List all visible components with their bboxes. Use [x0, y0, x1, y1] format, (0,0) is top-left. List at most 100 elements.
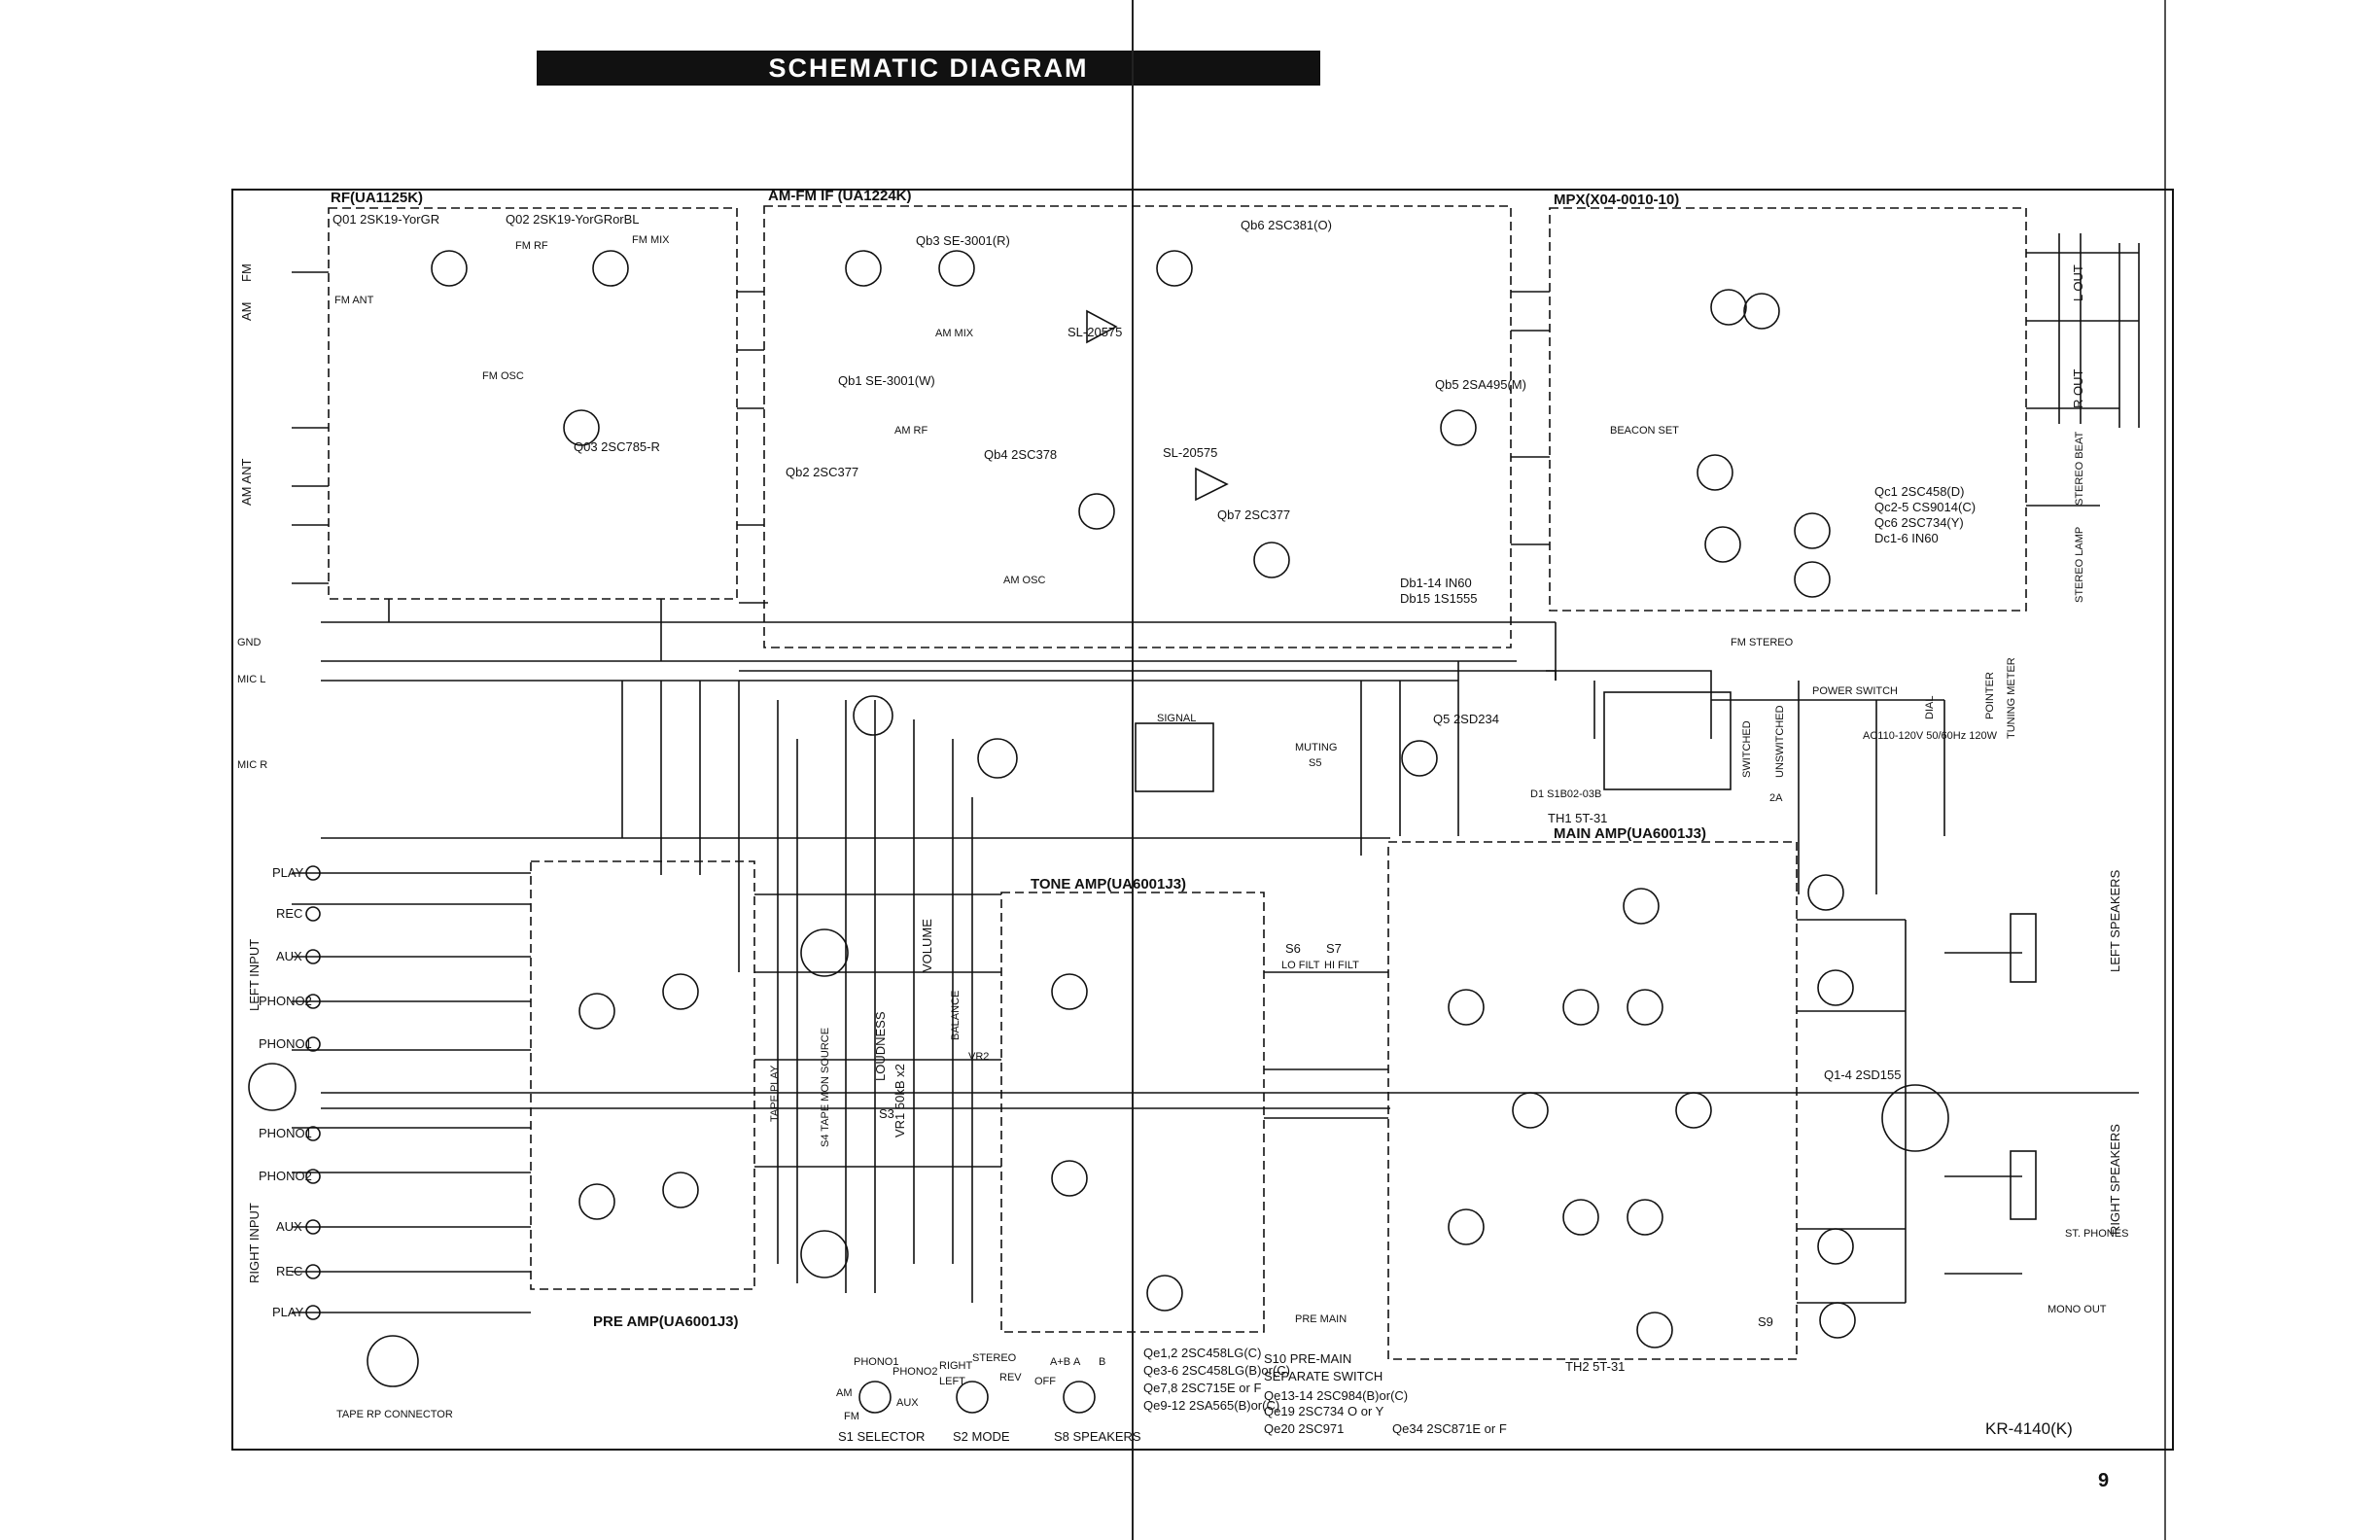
s1-selector-knob: [858, 1381, 892, 1414]
main-th1-label: TH1 5T-31: [1548, 811, 1607, 825]
rf-fm-osc-label: FM OSC: [482, 370, 524, 382]
fm-side-label: FM: [239, 263, 254, 282]
transistor-list-item: Qe1,2 2SC458LG(C): [1143, 1346, 1261, 1360]
if-qb2-label: Qb2 2SC377: [786, 465, 858, 479]
sel-fm: FM: [844, 1411, 859, 1422]
sel-right: RIGHT: [939, 1360, 973, 1372]
right-input-phono1: PHONO1: [259, 1126, 312, 1140]
model-number: KR-4140(K): [1985, 1419, 2073, 1438]
rf-block-outline: [328, 207, 738, 600]
mpx-beacon-label: BEACON SET: [1610, 425, 1679, 437]
s10-label: S10 PRE-MAIN: [1264, 1351, 1351, 1366]
sel-phono1: PHONO1: [854, 1356, 898, 1368]
right-input-rec: REC: [276, 1264, 302, 1278]
schematic-frame: [231, 189, 2174, 1451]
gnd-label: GND: [237, 637, 262, 648]
tone-block-outline: [1000, 892, 1265, 1333]
s2-mode-knob: [956, 1381, 989, 1414]
mpx-dc-label: Dc1-6 IN60: [1874, 531, 1939, 545]
stereo-beat-label: STEREO BEAT: [2074, 432, 2085, 506]
right-input-play: PLAY: [272, 1305, 304, 1319]
right-input-side-label: RIGHT INPUT: [247, 1203, 262, 1283]
mono-out-label: MONO OUT: [2048, 1304, 2107, 1315]
transistor-list-item: Qe13-14 2SC984(B)or(C): [1264, 1388, 1408, 1403]
tone-loudness-label: LOUDNESS: [873, 1011, 888, 1081]
sel-ab: A+B: [1050, 1356, 1070, 1368]
r-out-label: R OUT: [2071, 369, 2085, 409]
transistor-list-item: Qe7,8 2SC715E or F: [1143, 1381, 1261, 1395]
if-block-title: AM-FM IF (UA1224K): [768, 188, 912, 204]
tone-block-title: TONE AMP(UA6001J3): [1031, 876, 1186, 892]
tone-s3-label: S3: [879, 1106, 894, 1121]
mic-l-label: MIC L: [237, 674, 265, 685]
sel-rev: REV: [999, 1372, 1022, 1383]
power-switch-label: POWER SWITCH: [1812, 685, 1898, 697]
tone-volume-label: VOLUME: [920, 919, 934, 972]
left-input-rec: REC: [276, 906, 302, 921]
s7-label: S7: [1326, 941, 1342, 956]
rf-fm-ant-label: FM ANT: [334, 295, 374, 306]
s8-speakers-knob: [1063, 1381, 1096, 1414]
tuning-meter-label: TUNING METER: [2006, 657, 2017, 739]
page-fold-line: [1132, 0, 1134, 1540]
rectifier-d1-label: D1 S1B02-03B: [1530, 788, 1601, 800]
pre-main-label: PRE MAIN: [1295, 1313, 1347, 1325]
if-block-outline: [763, 205, 1512, 648]
pointer-label: POINTER: [1984, 672, 1996, 719]
transistor-list-item: Qe9-12 2SA565(B)or(C): [1143, 1398, 1279, 1413]
main-block-title: MAIN AMP(UA6001J3): [1554, 825, 1706, 842]
s8-wafer: [1881, 1084, 1949, 1152]
right-speaker-terminal-box: [2010, 1150, 2037, 1220]
if-diodes2-label: Db15 1S1555: [1400, 591, 1478, 606]
if-qb5-label: Qb5 2SA495(M): [1435, 377, 1526, 392]
s2-mode-label: S2 MODE: [953, 1429, 1010, 1444]
if-qb6-label: Qb6 2SC381(O): [1241, 218, 1332, 232]
left-input-side-label: LEFT INPUT: [247, 939, 262, 1011]
am-side-label: AM: [239, 302, 254, 322]
left-speakers-label: LEFT SPEAKERS: [2108, 869, 2122, 972]
s5-label: S5: [1309, 757, 1321, 769]
tape-play-label: TAPE PLAY: [769, 1065, 781, 1122]
transistor-list-item: Qe3-6 2SC458LG(B)or(C): [1143, 1363, 1290, 1378]
sel-b: B: [1099, 1356, 1105, 1368]
sel-stereo: STEREO: [972, 1352, 1017, 1364]
tone-balance-label: BALANCE: [950, 991, 962, 1040]
fuse-label: 2A: [1769, 792, 1783, 804]
muting-label: MUTING: [1295, 742, 1337, 753]
rf-q2-label: Q02 2SK19-YorGRorBL: [506, 212, 640, 227]
mpx-qc2-label: Qc2-5 CS9014(C): [1874, 500, 1976, 514]
tone-vr1-label: VR1 50kB x2: [892, 1064, 907, 1138]
signal-box-outline: [1135, 722, 1214, 792]
main-th2-label: TH2 5T-31: [1565, 1359, 1625, 1374]
preamp-block-outline: [530, 860, 755, 1290]
signal-label: SIGNAL: [1157, 713, 1196, 724]
main-block-outline: [1387, 841, 1798, 1360]
mpx-qc1-label: Qc1 2SC458(D): [1874, 484, 1964, 499]
sel-left: LEFT: [939, 1376, 965, 1387]
ac-input-label: AC110-120V 50/60Hz 120W: [1863, 730, 1998, 742]
if-qb3-label: Qb3 SE-3001(R): [916, 233, 1010, 248]
if-am-mix-label: AM MIX: [935, 328, 974, 339]
st-phones-label: ST. PHONES: [2065, 1228, 2128, 1240]
page-title: SCHEMATIC DIAGRAM: [537, 51, 1320, 86]
left-speaker-terminal-box: [2010, 913, 2037, 983]
rf-q3-label: Q03 2SC785-R: [574, 439, 660, 454]
left-input-phono2: PHONO2: [259, 994, 312, 1008]
fm-stereo-label: FM STEREO: [1731, 637, 1794, 648]
sel-am: AM: [836, 1387, 853, 1399]
if-qb4-label: Qb4 2SC378: [984, 447, 1057, 462]
mpx-block-title: MPX(X04-0010-10): [1554, 192, 1679, 208]
tape-mon-label: S4 TAPE MON SOURCE: [820, 1028, 831, 1147]
s1-selector-label: S1 SELECTOR: [838, 1429, 925, 1444]
preamp-block-title: PRE AMP(UA6001J3): [593, 1313, 739, 1330]
left-input-play: PLAY: [272, 865, 304, 880]
tape-rp-label: TAPE RP CONNECTOR: [336, 1409, 453, 1420]
page-number: 9: [2098, 1470, 2110, 1491]
if-qb1-label: Qb1 SE-3001(W): [838, 373, 935, 388]
if-am-osc-label: AM OSC: [1003, 575, 1045, 586]
s8-speakers-label: S8 SPEAKERS: [1054, 1429, 1141, 1444]
sel-phono2: PHONO2: [892, 1366, 937, 1378]
tape-connector-din: [367, 1335, 419, 1387]
left-input-phono1: PHONO1: [259, 1036, 312, 1051]
am-ant-side-label: AM ANT: [239, 459, 254, 506]
